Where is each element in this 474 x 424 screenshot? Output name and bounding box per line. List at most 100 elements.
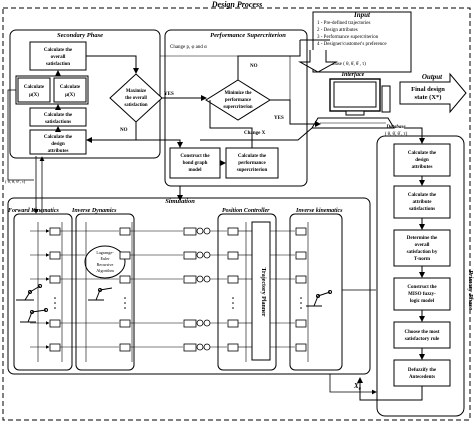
svg-text:Construct the: Construct the: [180, 154, 210, 159]
svg-text:performance: performance: [238, 161, 266, 166]
trajectory-planner-box: Trajectory Planner: [251, 221, 271, 361]
svg-text:design: design: [51, 142, 65, 147]
forward-kinematics-frame: [13, 213, 73, 371]
svg-text:Calculate the: Calculate the: [44, 135, 73, 140]
svg-text:attributes: attributes: [412, 165, 433, 170]
svg-text:Minimize the: Minimize the: [224, 91, 251, 96]
svg-text:satisfactory rule: satisfactory rule: [405, 337, 440, 342]
svg-text:Calculate the: Calculate the: [408, 151, 437, 156]
svg-text:satisfaction: satisfaction: [124, 103, 148, 108]
svg-text:supercriterion: supercriterion: [237, 168, 268, 173]
position-controller-title: Position Controller: [222, 208, 270, 214]
calc-overall-box: Calculate the overall satisfaction: [29, 41, 87, 71]
input-item: 4 - Designer/customer's preference: [317, 42, 387, 47]
input-item: 2 - Design attributes: [317, 28, 358, 33]
primary-phase-frame: [376, 135, 465, 417]
no-label: NO: [250, 64, 258, 69]
calc-satisfactions-box: Calculate the satisfactions: [29, 107, 87, 127]
svg-text:Recursive: Recursive: [97, 262, 114, 267]
primary-phase-title: Primary Phase: [467, 270, 474, 310]
inverse-kinematics-title: Inverse kinematics: [295, 208, 343, 214]
robot-arm-icon: [16, 284, 42, 301]
minimize-supercriterion-decision: Minimize the performance supercriterion: [205, 79, 271, 121]
output-box-line2: state (X*): [415, 94, 442, 101]
secondary-phase-title: Secondary Phase: [57, 32, 103, 39]
motor-icon: [183, 227, 211, 352]
svg-text:Calculate the: Calculate the: [408, 193, 437, 198]
ellipsis-marks: [54, 297, 302, 309]
construct-bond-graph-box: Construct the bond graph model: [169, 147, 221, 179]
primary-step: Calculate the design attributes: [393, 143, 451, 177]
calc-supercriterion-box: Calculate the performance supercriterion: [225, 147, 279, 179]
calc-mu-right: Calculate μ(X): [53, 77, 87, 103]
svg-text:Algorithm: Algorithm: [96, 268, 114, 273]
svg-text:satisfaction: satisfaction: [46, 62, 70, 67]
inverse-dynamics-title: Inverse Dynamics: [71, 208, 117, 214]
maximize-satisfaction-decision: Maximize the overall satisfaction: [109, 73, 163, 123]
svg-text:Euler: Euler: [100, 256, 110, 261]
svg-text:satisfactions: satisfactions: [45, 120, 71, 125]
svg-text:Antecedents: Antecedents: [409, 375, 435, 380]
svg-text:μ(X): μ(X): [29, 93, 39, 98]
output-arrow: Output Final design state (X*): [399, 72, 467, 114]
yes-label: YES: [164, 92, 174, 97]
svg-text:attribute: attribute: [413, 200, 433, 205]
svg-text:Trajectory Planner: Trajectory Planner: [260, 267, 266, 316]
input-item: 3 - Performance supercriterion: [317, 35, 379, 40]
input-item: 1 - Pre-defined trajectories: [317, 21, 371, 26]
svg-text:Calculate the: Calculate the: [44, 113, 73, 118]
database-tuple: ( θ, θ̇, θ̈ , τ): [385, 132, 408, 137]
robot-arm-icon: [88, 287, 113, 301]
robot-arm-icon: [306, 290, 332, 307]
svg-text:model: model: [188, 168, 202, 173]
svg-text:Determine the: Determine the: [407, 236, 438, 241]
svg-text:Maximize: Maximize: [126, 89, 146, 94]
database-tuple-right: ( θ, θ̇, θ̈ , τ): [5, 179, 26, 185]
connector-lines: [7, 89, 377, 395]
design-process-frame: [2, 7, 471, 421]
svg-text:overall: overall: [51, 55, 66, 60]
svg-text:μ(X): μ(X): [65, 93, 75, 98]
svg-text:Defuzzify the: Defuzzify the: [408, 368, 437, 373]
svg-text:bond graph: bond graph: [183, 161, 208, 166]
primary-step: Choose the most satisfactory rule: [393, 321, 451, 349]
svg-text:Construct the: Construct the: [407, 285, 437, 290]
yes-label: YES: [274, 116, 284, 121]
svg-text:design: design: [415, 158, 429, 163]
svg-text:Choose the most: Choose the most: [405, 330, 440, 335]
inverse-dynamics-frame: [75, 213, 135, 371]
output-title: Output: [422, 73, 443, 81]
primary-step: Determine the overall satisfaction by T-…: [393, 229, 451, 267]
svg-text:attributes: attributes: [48, 149, 69, 154]
interface-label: Interface: [341, 72, 365, 78]
svg-text:supercriterion: supercriterion: [223, 105, 253, 110]
change-params-label: Change p, φ and α: [170, 45, 207, 50]
svg-text:the overall: the overall: [125, 96, 147, 101]
svg-text:MISO fuzzy-: MISO fuzzy-: [408, 292, 436, 297]
calc-attributes-box: Calculate the design attributes: [29, 129, 87, 155]
no-label: NO: [120, 128, 128, 133]
performance-frame: [164, 29, 308, 187]
primary-step: Calculate the attribute satisfactions: [393, 185, 451, 219]
forward-kinematics-title: Forward Kinematics: [8, 208, 60, 214]
svg-text:satisfactions: satisfactions: [409, 207, 435, 212]
simulation-title: Simulation: [165, 198, 195, 205]
output-box-line1: Final design: [411, 86, 445, 93]
computer-icon: [311, 78, 395, 129]
signal-lines: [30, 222, 309, 362]
svg-text:Calculate the: Calculate the: [44, 48, 73, 53]
inverse-kinematics-frame: [289, 213, 343, 371]
calc-mu-left: Calculate μ(X): [17, 77, 51, 103]
svg-text:T-norm: T-norm: [414, 257, 431, 262]
robot-arm-icon: [20, 308, 48, 323]
input-arrow: [298, 50, 338, 73]
x0-label: X0: [353, 382, 362, 391]
svg-text:Lagrange-: Lagrange-: [96, 250, 114, 255]
block-rows: [49, 227, 307, 352]
secondary-phase-frame: [9, 29, 161, 159]
svg-text:satisfaction by: satisfaction by: [407, 250, 438, 255]
simulation-frame: [7, 197, 371, 375]
svg-text:Calculate: Calculate: [60, 85, 81, 90]
svg-text:performance: performance: [225, 98, 251, 103]
